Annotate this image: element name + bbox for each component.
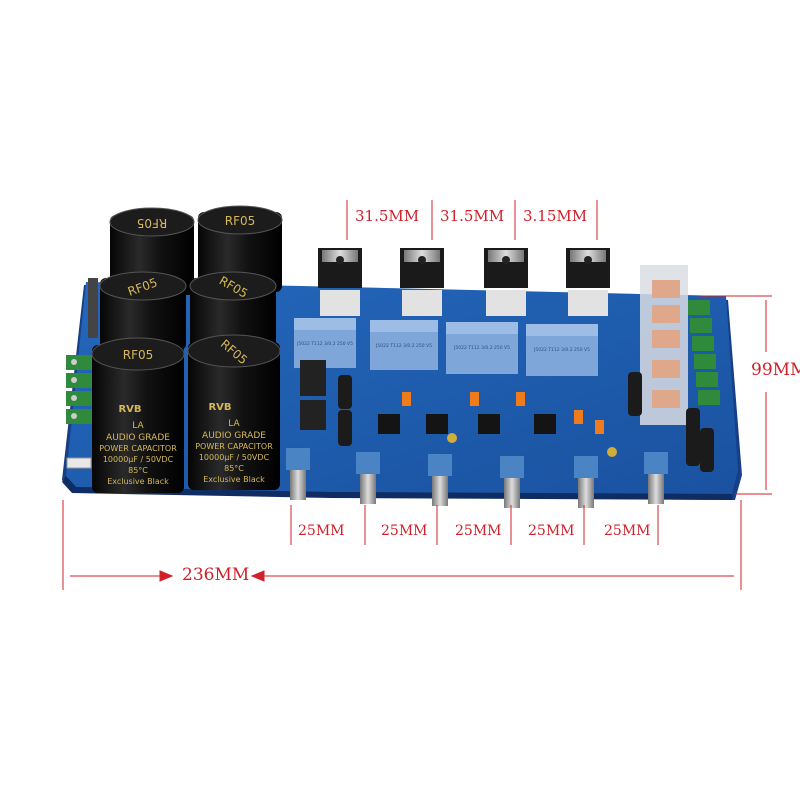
dimension-bottom-5: 25MM bbox=[604, 523, 651, 539]
filter-capacitors: RF05 RF05 RF05 RF05 RF05 RVB LA AUDIO GR… bbox=[91, 205, 283, 493]
capacitor-brand-label: RVB bbox=[208, 402, 231, 413]
capacitor-grade-label: AUDIO GRADE bbox=[106, 433, 170, 443]
dimension-total-length: 236MM bbox=[182, 565, 250, 585]
dimension-bottom-2: 25MM bbox=[381, 523, 428, 539]
dimension-bottom-1: 25MM bbox=[298, 523, 345, 539]
right-screw-terminals bbox=[688, 300, 720, 405]
power-ics bbox=[318, 248, 610, 316]
capacitor-grade-label: AUDIO GRADE bbox=[202, 431, 266, 441]
capacitor-model-label: RF05 bbox=[225, 214, 256, 228]
capacitor-brand-label: RVB bbox=[118, 404, 141, 415]
filter-capacitor: RF05 RVB LA AUDIO GRADE POWER CAPACITOR … bbox=[187, 334, 281, 490]
capacitor-rating-label: 10000µF / 50VDC bbox=[103, 455, 174, 464]
dimension-top-1: 31.5MM bbox=[355, 207, 420, 225]
capacitor-series-label: LA bbox=[132, 421, 144, 431]
capacitor-rating-label: 10000µF / 50VDC bbox=[199, 453, 270, 462]
capacitor-temperature-label: 85°C bbox=[224, 464, 244, 473]
capacitor-model-label: RF05 bbox=[123, 348, 154, 362]
dimension-lines bbox=[62, 200, 772, 590]
relay-block bbox=[640, 265, 688, 425]
capacitor-finish-label: Exclusive Black bbox=[203, 475, 265, 484]
capacitor-series-label: LA bbox=[228, 419, 240, 429]
dimension-top-3: 3.15MM bbox=[523, 207, 588, 225]
filter-capacitor: RF05 RVB LA AUDIO GRADE POWER CAPACITOR … bbox=[91, 337, 185, 493]
capacitor-line-label: POWER CAPACITOR bbox=[195, 442, 273, 451]
small-components bbox=[300, 360, 714, 472]
filter-capacitor: RF05 bbox=[189, 271, 277, 350]
dimension-bottom-4: 25MM bbox=[528, 523, 575, 539]
film-capacitor-label: J5022 T112 3/0.2 250 V5 bbox=[296, 341, 353, 347]
filter-capacitor: RF05 bbox=[197, 205, 283, 292]
potentiometers bbox=[286, 448, 668, 508]
film-capacitor-labels: J5022 T112 3/0.2 250 V5 J5022 T112 3/0.2… bbox=[296, 341, 590, 353]
dimension-bottom-3: 25MM bbox=[455, 523, 502, 539]
film-capacitor-label: J5022 T112 3/0.2 250 V5 bbox=[453, 345, 510, 351]
capacitor-line-label: POWER CAPACITOR bbox=[99, 444, 177, 453]
film-capacitor-label: J5022 T112 3/0.2 250 V5 bbox=[533, 347, 590, 353]
filter-capacitor: RF05 bbox=[99, 271, 187, 350]
film-capacitor-label: J5022 T112 3/0.2 250 V5 bbox=[375, 343, 432, 349]
left-screw-terminals bbox=[66, 278, 98, 469]
dimension-height: 99MM bbox=[751, 360, 800, 380]
capacitor-temperature-label: 85°C bbox=[128, 466, 148, 475]
capacitor-model-label: RF05 bbox=[137, 216, 168, 230]
capacitor-finish-label: Exclusive Black bbox=[107, 477, 169, 486]
dimension-top-2: 31.5MM bbox=[440, 207, 505, 225]
film-capacitors bbox=[294, 318, 598, 376]
